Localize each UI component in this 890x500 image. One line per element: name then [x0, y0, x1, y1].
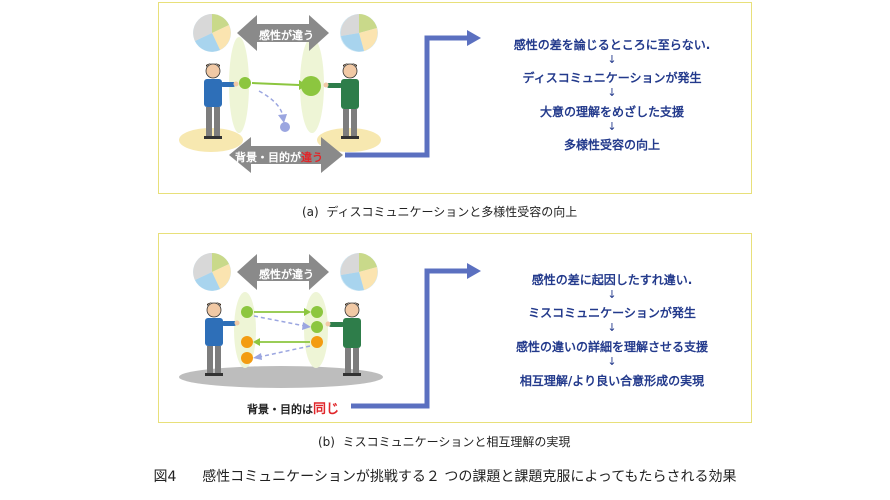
step-arrow-icon: ↓: [607, 86, 617, 99]
green-dot-right-2: [311, 321, 323, 333]
context-column-left: [229, 37, 249, 133]
receiver-dot: [301, 76, 321, 96]
panel-b-illustration: [179, 253, 481, 409]
green-dot-left-1: [241, 306, 253, 318]
shared-context-label-prefix: 背景・目的は: [247, 403, 313, 416]
caption-b-tag: (b): [318, 435, 335, 449]
shared-context-label: 背景・目的は同じ: [247, 398, 339, 417]
step-b-2: ミスコミュニケーションが発生: [528, 306, 696, 320]
panel-a-discommunication: 感性が違う 背景・目的が違う 感性の差を論じるところに至らない. ↓ ディスコミ…: [158, 2, 752, 194]
top-double-arrow: [237, 15, 329, 51]
top-arrow-label: 感性が違う: [259, 29, 314, 42]
step-arrow-icon: ↓: [607, 321, 617, 334]
caption-b-text: ミスコミュニケーションと相互理解の実現: [342, 435, 571, 449]
caption-a-tag: (a): [302, 205, 319, 219]
step-b-1: 感性の差に起因したすれ違い.: [531, 273, 693, 287]
step-a-2: ディスコミュニケーションが発生: [522, 71, 702, 85]
step-b-4: 相互理解/より良い合意形成の実現: [519, 374, 705, 388]
bottom-arrow-label-highlight: 違う: [301, 151, 323, 164]
orange-dot-right-1: [311, 336, 323, 348]
misdirected-arrow: [258, 90, 284, 118]
step-b-3: 感性の違いの詳細を理解させる支援: [515, 340, 709, 354]
person-right-icon: [323, 63, 359, 139]
green-dot-right-1: [311, 306, 323, 318]
person-left-icon: [205, 302, 240, 376]
caption-b: (b) ミスコミュニケーションと相互理解の実現: [318, 433, 570, 450]
step-arrow-icon: ↓: [607, 53, 617, 66]
pie-chart-left-icon: [193, 14, 231, 52]
bottom-double-arrow: [229, 137, 343, 173]
orange-dot-left-2: [241, 352, 253, 364]
panel-b-miscommunication: 感性が違う 背景・目的は同じ 感性の差に起因したすれ違い. ↓ ミスコミュニケー…: [158, 233, 752, 423]
sender-dot: [239, 77, 251, 89]
figure-caption: 図4 感性コミュニケーションが挑戦する２ つの課題と課題克服によってもたらされる…: [0, 466, 890, 486]
shared-context-label-highlight: 同じ: [313, 402, 340, 417]
dashed-arrow-right: [253, 315, 306, 327]
step-arrow-icon: ↓: [607, 288, 617, 301]
dashed-arrow-left: [258, 345, 311, 358]
figure-title: 感性コミュニケーションが挑戦する２ つの課題と課題克服によってもたらされる効果: [202, 469, 737, 485]
bottom-arrow-label-prefix: 背景・目的が: [235, 151, 301, 164]
bottom-arrow-label: 背景・目的が違う: [235, 149, 323, 165]
top-double-arrow: [237, 254, 329, 290]
pie-chart-left-icon: [193, 253, 231, 291]
flow-arrow: [351, 268, 469, 409]
panel-a-illustration: [179, 14, 481, 173]
step-a-1: 感性の差を論じるところに至らない.: [513, 38, 711, 52]
orange-dot-left-1: [241, 336, 253, 348]
flow-arrow: [345, 35, 469, 158]
ground-right: [317, 128, 381, 152]
person-right-icon: [325, 302, 361, 376]
message-arrow: [251, 82, 300, 86]
person-left-icon: [204, 63, 239, 139]
step-arrow-icon: ↓: [607, 355, 617, 368]
shared-ground: [179, 366, 383, 388]
pie-chart-right-icon: [340, 253, 378, 291]
figure-number: 図4: [153, 469, 177, 485]
caption-a: (a) ディスコミュニケーションと多様性受容の向上: [302, 203, 577, 220]
step-a-4: 多様性受容の向上: [563, 138, 661, 152]
step-a-3: 大意の理解をめざした支援: [539, 105, 685, 119]
caption-a-text: ディスコミュニケーションと多様性受容の向上: [326, 205, 578, 219]
pie-chart-right-icon: [340, 14, 378, 52]
top-arrow-label: 感性が違う: [259, 268, 314, 281]
ground-left: [179, 128, 243, 152]
misdirected-dot: [280, 122, 290, 132]
step-arrow-icon: ↓: [607, 120, 617, 133]
